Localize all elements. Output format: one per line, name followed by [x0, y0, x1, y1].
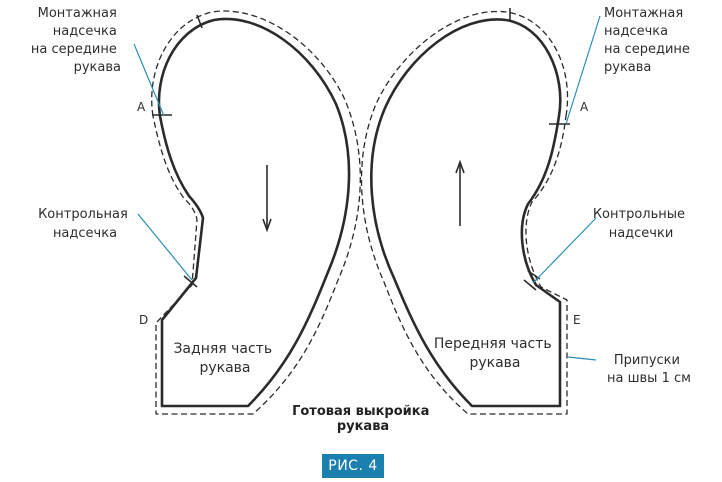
- front-grain-arrow: [455, 159, 465, 226]
- label-notch-middle-left: Монтажная надсечка на середине рукава: [31, 6, 121, 75]
- point-a-right: A: [580, 100, 589, 114]
- notch-back-cap: [196, 14, 203, 29]
- label-control-notch-left: Контрольная надсечка: [38, 207, 132, 241]
- front-sleeve-outline: [370, 18, 562, 408]
- front-sleeve-seam-allowance: [360, 10, 569, 415]
- point-d: D: [139, 313, 148, 327]
- leader-notch-middle-right: [565, 15, 601, 125]
- back-piece-label: Задняя часть рукава: [173, 341, 276, 376]
- label-notch-middle-right: Монтажная надсечка на середине рукава: [604, 6, 694, 75]
- figure-caption: Готовая выкройка рукава: [292, 404, 434, 434]
- leader-notch-middle-left: [133, 43, 165, 117]
- figure-number-badge: РИС. 4: [322, 454, 384, 478]
- leader-control-left: [137, 213, 193, 281]
- back-sleeve-outline: [157, 17, 351, 408]
- point-e: E: [573, 313, 581, 327]
- front-piece-label: Передняя часть рукава: [434, 336, 556, 371]
- back-grain-arrow: [262, 165, 272, 233]
- notch-front-control-1: [523, 279, 537, 291]
- leader-control-right: [532, 217, 597, 284]
- label-control-notches-right: Контрольные надсечки: [593, 207, 689, 241]
- back-sleeve-seam-allowance: [151, 10, 361, 415]
- point-a-left: A: [137, 100, 146, 114]
- notch-back-control: [183, 275, 198, 288]
- label-seam-allowance: Припуски на швы 1 см: [607, 353, 691, 386]
- leader-seam-allowance: [567, 356, 597, 361]
